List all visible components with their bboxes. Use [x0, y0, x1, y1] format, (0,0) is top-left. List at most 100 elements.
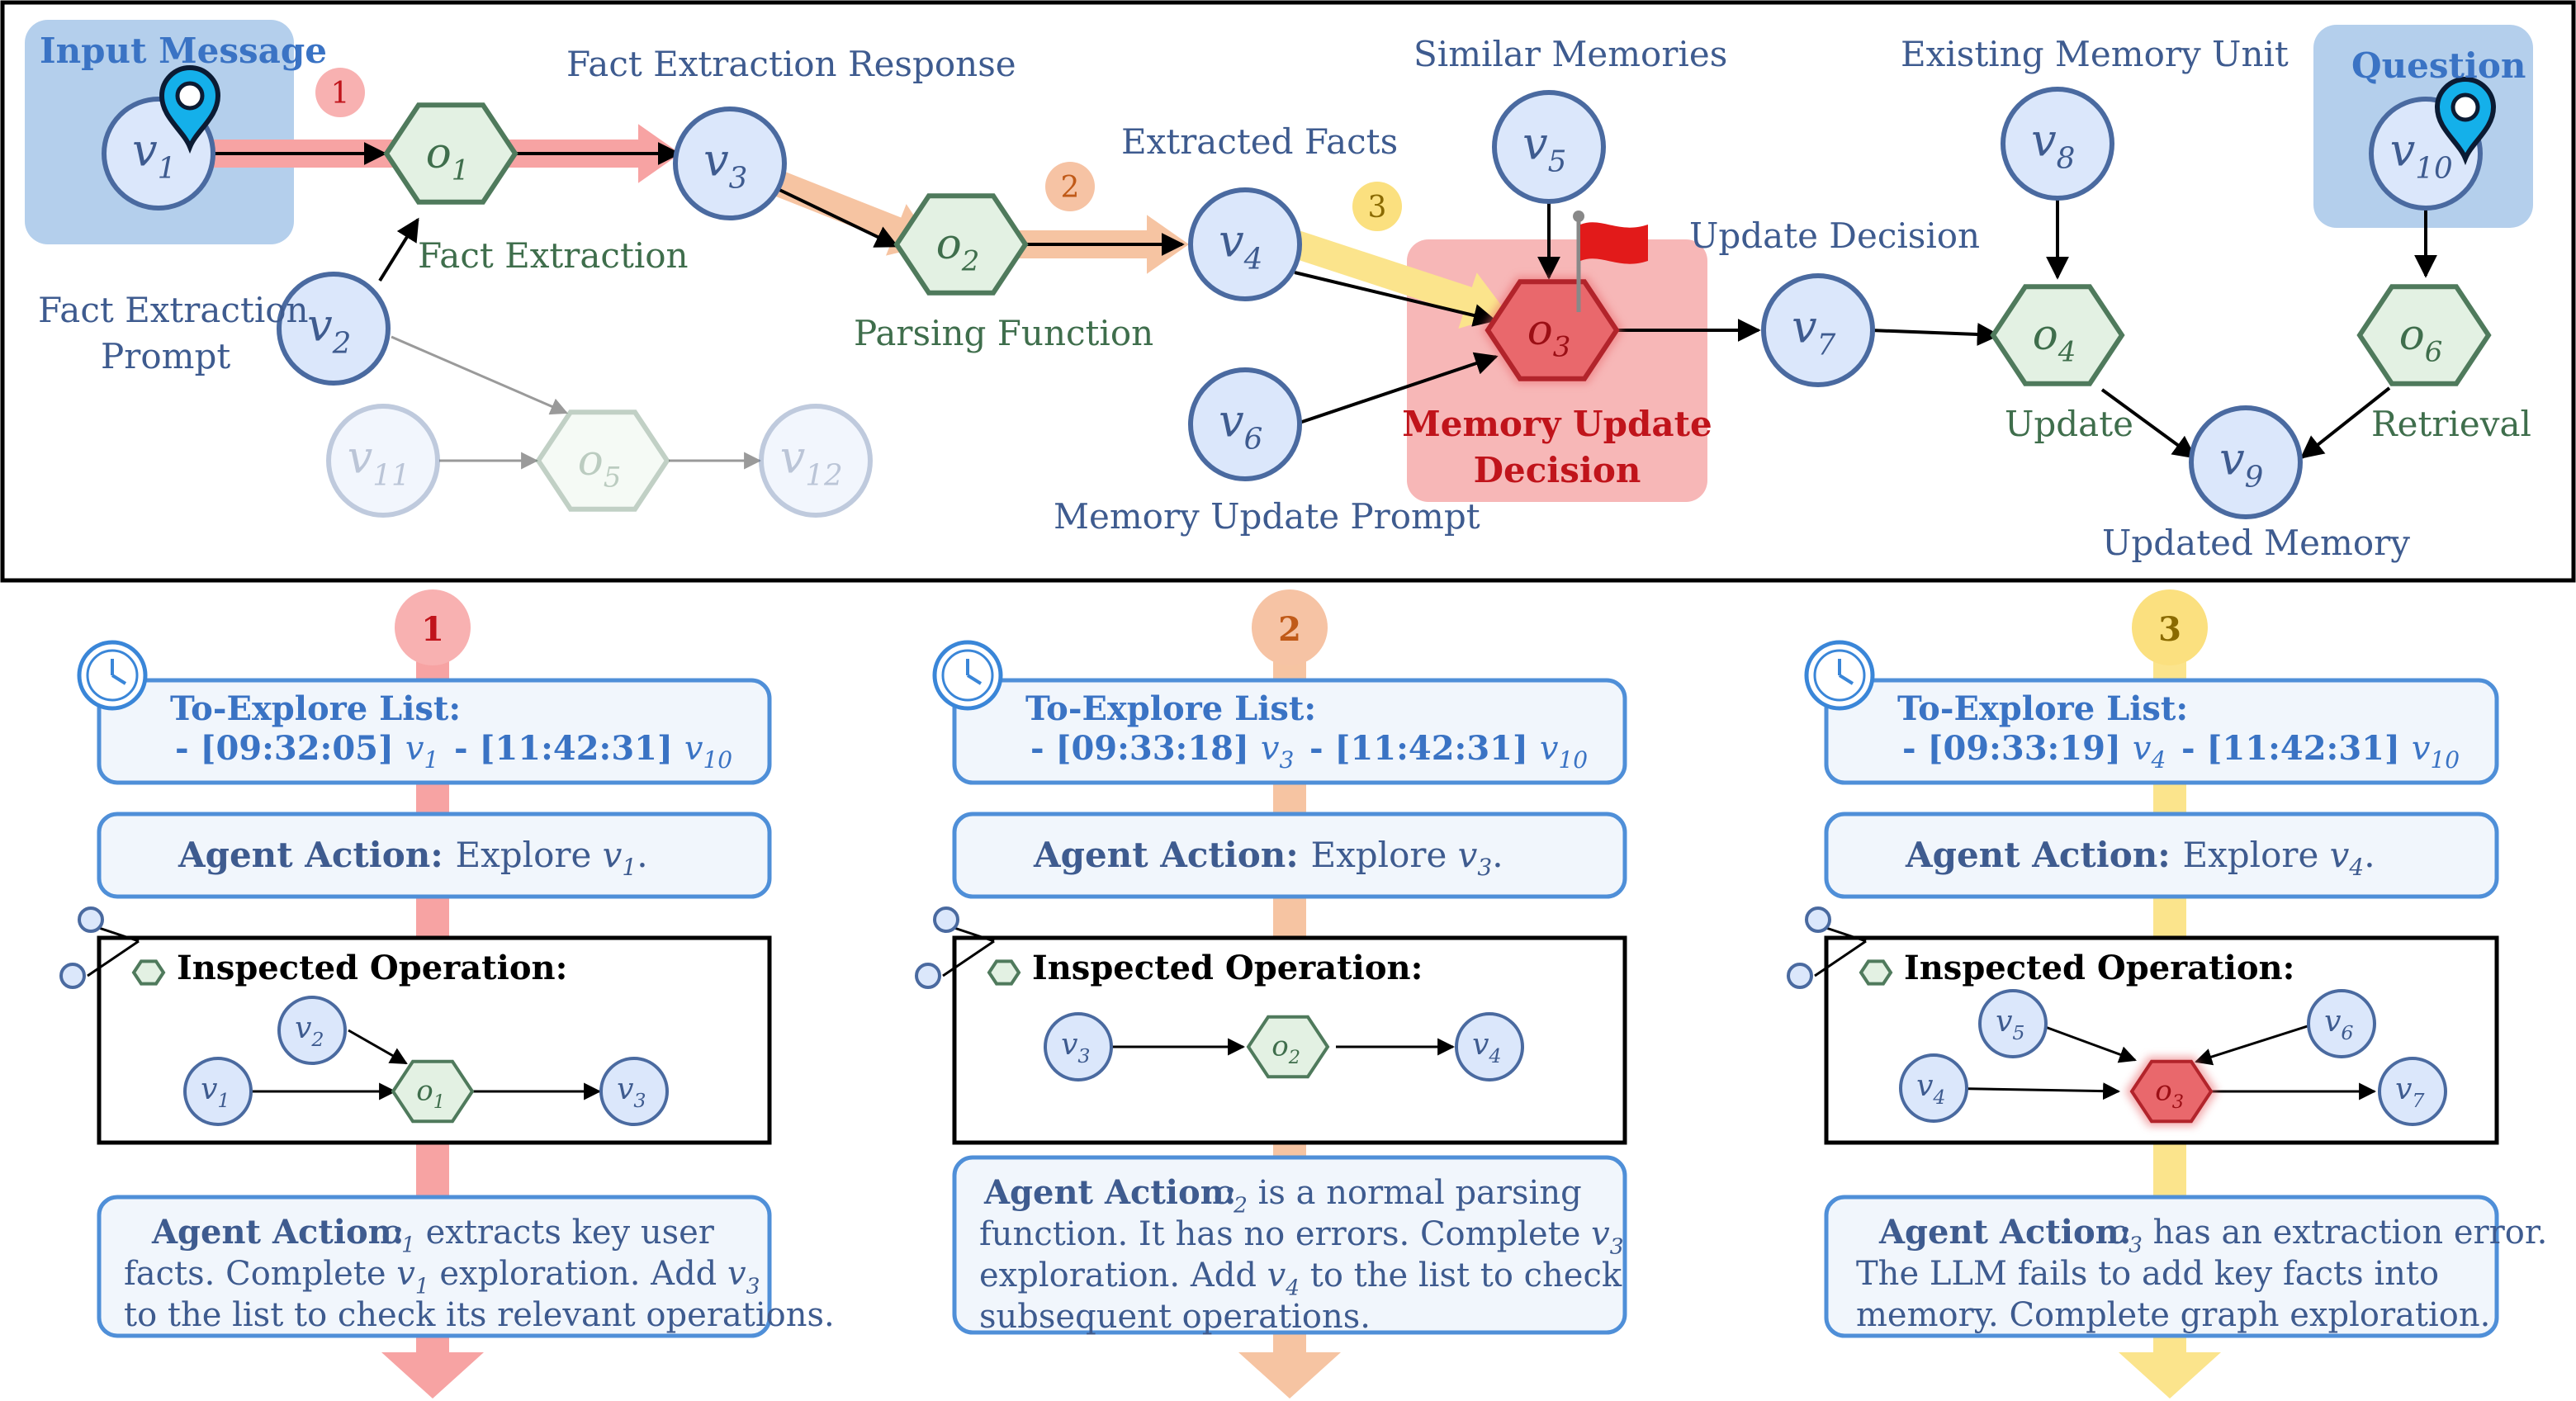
to-explore-item: - [11:42:31] v10 — [2181, 729, 2460, 774]
icon-op — [1859, 959, 1893, 986]
final-action-label: Agent Action: — [151, 1213, 405, 1252]
math-base: v — [1996, 1005, 2012, 1039]
math-subscript: 6 — [1244, 423, 1263, 457]
badge-circle — [315, 68, 365, 117]
math-subscript: 10 — [2415, 152, 2452, 186]
node-circle — [1761, 273, 1875, 387]
hexagon — [1990, 284, 2125, 386]
node-circle — [1978, 989, 2048, 1058]
node-circle — [759, 404, 873, 518]
math-base: v — [2390, 125, 2416, 177]
operation-node-o3: o3 — [2125, 1056, 2218, 1127]
node-label: v2 — [307, 300, 351, 361]
edge-v7-o4 — [1870, 323, 2001, 347]
edge-v4-o3 — [1294, 271, 1497, 327]
math-base: v — [2330, 835, 2350, 875]
text-span: to the list to check — [1300, 1257, 1622, 1295]
final-action-line: function. It has no errors. Complete v3​ — [979, 1215, 1624, 1259]
to-explore-item: - [09:33:19] v4 — [1902, 729, 2166, 774]
value-node-v2: v2 — [277, 272, 391, 386]
icon-op — [131, 959, 166, 986]
math-subscript: 4 — [2057, 336, 2076, 369]
step-lane-arrowhead-3 — [2119, 1352, 2221, 1399]
math-subscript: 3 — [1279, 746, 1294, 774]
step-badge-circle — [1252, 589, 1328, 665]
step-badge-circle — [2132, 589, 2208, 665]
label-memory-update-prompt: Memory Update Prompt — [1054, 496, 1480, 537]
node-label: o1 — [416, 1075, 445, 1114]
inspected-operation-title: Inspected Operation: — [1904, 949, 2294, 987]
action-text: . — [637, 835, 647, 875]
math-base: o — [2155, 1075, 2171, 1108]
math-subscript: 10 — [2430, 746, 2460, 774]
math-base: v — [132, 125, 158, 177]
agent-action-panel-3 — [1824, 812, 2499, 899]
math-base: o — [936, 220, 962, 269]
math-subscript: 7 — [1817, 329, 1836, 362]
math-base: v — [1267, 1257, 1286, 1295]
text-span: function. It has no errors. Complete — [979, 1215, 1591, 1253]
math-subscript: 9 — [2245, 461, 2264, 495]
math-base: o — [2109, 1214, 2129, 1252]
clock-icon — [932, 640, 1003, 711]
node-circle — [2001, 87, 2114, 201]
math-subscript: 4 — [2150, 746, 2166, 774]
math-base: v — [1061, 1028, 1077, 1062]
node-label: v11 — [348, 432, 410, 493]
value-node-v5: v5 — [1492, 90, 1606, 204]
math-subscript: 1 — [433, 1091, 445, 1113]
label-retrieval: Retrieval — [2371, 404, 2531, 444]
math-subscript: 2 — [332, 327, 352, 361]
math-subscript: 6 — [2425, 336, 2443, 369]
value-node-v6: v6 — [2307, 989, 2376, 1058]
node-label: v3 — [617, 1072, 646, 1112]
node-label: v1 — [201, 1072, 230, 1112]
icon-edge — [942, 940, 995, 977]
math-base: v — [727, 1255, 746, 1293]
math-subscript: 4 — [2348, 854, 2364, 881]
flag-pole-top — [1573, 211, 1584, 222]
final-action-label: Agent Action: — [1878, 1213, 2132, 1252]
to-explore-item: - [11:42:31] v10 — [1309, 729, 1588, 774]
math-base: o — [426, 129, 452, 178]
text-span: facts. Complete — [124, 1255, 396, 1293]
math-subscript: 3 — [1553, 331, 1571, 364]
operation-node-o4: o4 — [1990, 284, 2125, 386]
to-explore-item: - [09:33:18] v3 — [1030, 729, 1294, 774]
step-lane-arrowhead-1 — [381, 1352, 484, 1399]
math-base: v — [2412, 730, 2431, 768]
node-circle — [1188, 367, 1302, 481]
item-time: - [09:32:05] — [175, 729, 405, 768]
red-flag-icon — [1580, 222, 1648, 264]
label-extracted-facts: Extracted Facts — [1121, 121, 1398, 162]
action-text: . — [1492, 835, 1503, 875]
node-circle — [599, 1057, 669, 1126]
icon-edge — [1825, 926, 1867, 943]
icon-node — [78, 906, 104, 933]
math-base: v — [2219, 433, 2245, 485]
value-node-v2: v2 — [277, 996, 347, 1065]
math-subscript: 5 — [1548, 145, 1567, 179]
pin-hole — [2451, 92, 2480, 122]
operation-node-o2: o2 — [1246, 1015, 1330, 1079]
path-arrow-3 — [1291, 230, 1508, 329]
to-explore-panel-1 — [97, 678, 772, 785]
label-similar-memories: Similar Memories — [1413, 34, 1727, 74]
final-action-label: Agent Action: — [983, 1173, 1237, 1212]
node-circle — [2378, 1057, 2447, 1126]
question-label: Question — [2351, 45, 2526, 86]
agent-action-panel-2 — [952, 812, 1627, 899]
input-location-pin-icon — [159, 65, 221, 154]
step-badge-2: 2 — [1045, 162, 1095, 211]
clock-icon — [1804, 640, 1875, 711]
math-base: v — [1591, 1215, 1610, 1253]
node-circle — [1899, 1053, 1968, 1123]
math-subscript: 6 — [2341, 1021, 2353, 1044]
icon-node — [1805, 906, 1831, 933]
math-base: v — [1522, 118, 1548, 170]
step-lane-arrowhead-2 — [1238, 1352, 1341, 1399]
node-label: o4 — [2033, 310, 2076, 368]
node-label: o3 — [1527, 305, 1571, 363]
final-action-line: o1​ extracts key user — [381, 1214, 715, 1257]
value-node-v1: v1 — [183, 1057, 253, 1126]
